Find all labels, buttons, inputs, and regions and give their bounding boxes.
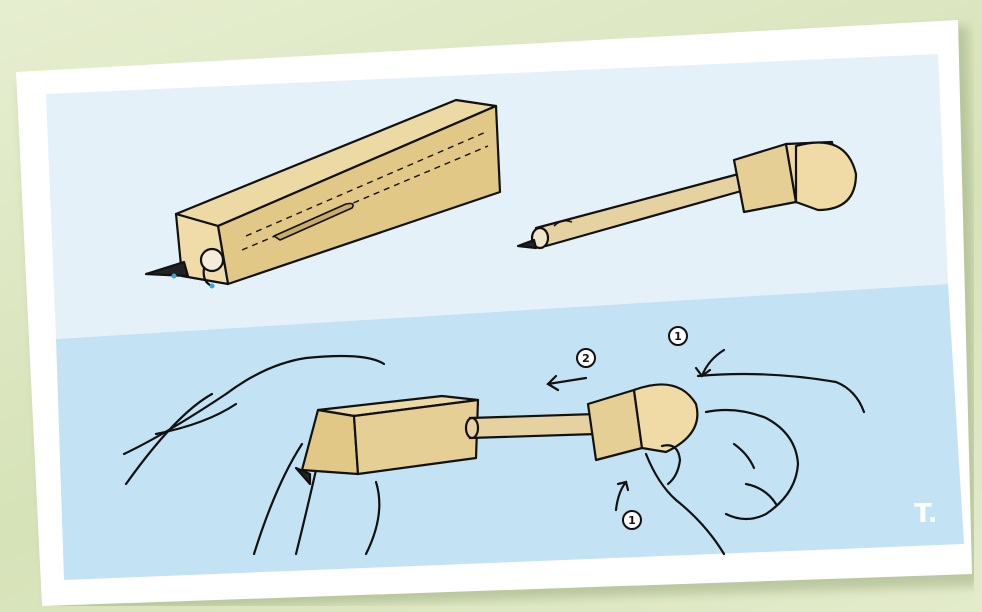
step-badge-2: 2: [576, 348, 596, 368]
svg-text:2: 2: [582, 352, 590, 365]
svg-text:1: 1: [628, 514, 636, 527]
illustration-card: 1 2 1 T.: [16, 20, 974, 606]
arrow-press-top: [694, 348, 726, 378]
step-badge-1-top: 1: [668, 326, 688, 346]
hand-left: [122, 354, 386, 556]
artist-signature: T.: [914, 499, 938, 529]
knob-with-rod: [516, 140, 858, 250]
svg-text:1: 1: [674, 330, 682, 343]
arrow-press-bottom: [614, 480, 630, 512]
arrow-pull-left: [546, 374, 588, 392]
hand-right: [644, 372, 866, 556]
knob-held: [586, 383, 699, 462]
step-badge-1-bottom: 1: [622, 510, 642, 530]
wooden-block-held: [294, 394, 480, 486]
wooden-block-with-pencil: [144, 98, 502, 289]
rod-held: [464, 412, 598, 440]
